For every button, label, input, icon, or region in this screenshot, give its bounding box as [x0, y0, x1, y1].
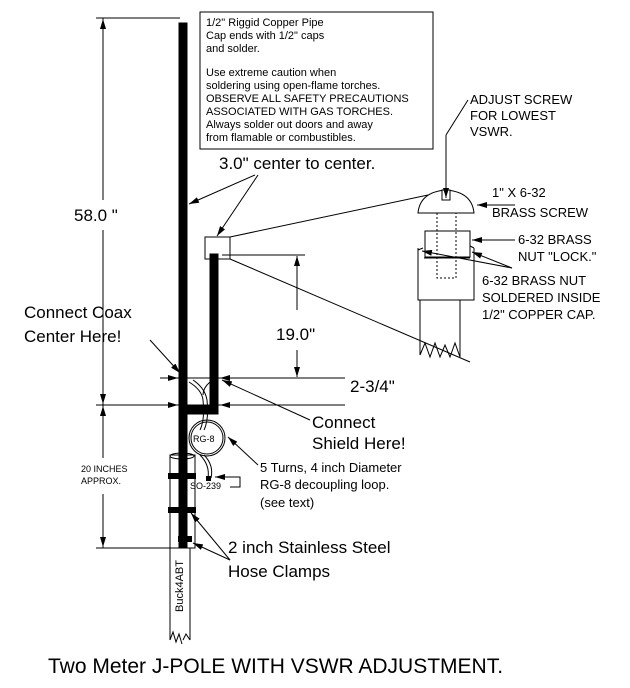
soldered-nut-label: 6-32 BRASS NUT	[482, 273, 586, 288]
note-line: Use extreme caution when	[206, 67, 336, 79]
stub-cap-box	[204, 236, 231, 260]
note-line: Always solder out doors and away	[206, 119, 373, 131]
dimension-gap: 2-3/4"	[160, 375, 395, 408]
rg8-label: RG-8	[193, 434, 215, 444]
lock-nut-label: 6-32 BRASS	[518, 232, 592, 247]
soldered-nut-label: SOLDERED INSIDE	[482, 290, 601, 305]
note-line: and solder.	[206, 43, 260, 55]
dim-total-text: 58.0 "	[74, 206, 118, 225]
mast-label: Buck4ABT	[174, 560, 186, 612]
note-line: 1/2" Riggid Copper Pipe	[206, 17, 324, 29]
diagram-title: Two Meter J-POLE WITH VSWR ADJUSTMENT.	[48, 655, 503, 678]
coax-center-label: Connect Coax	[24, 303, 132, 322]
dimension-stub: 19.0"	[222, 254, 315, 377]
coax-loop: RG-8 SO-239	[188, 379, 241, 491]
loop-label: RG-8 decoupling loop.	[260, 477, 389, 492]
adjust-label: ADJUST SCREW	[470, 92, 573, 107]
coax-center-label: Center Here!	[24, 327, 121, 346]
note-line: Cap ends with 1/2" caps	[206, 30, 325, 42]
dim-spacing-text: 3.0" center to center.	[219, 154, 375, 173]
clamps-label: 2 inch Stainless Steel	[228, 538, 391, 557]
screw-detail: ADJUST SCREW FOR LOWEST VSWR. 1" X 6-32 …	[229, 92, 601, 363]
loop-label: 5 Turns, 4 inch Diameter	[260, 460, 402, 475]
jpole-element	[178, 22, 231, 548]
shield-label: Connect	[312, 413, 376, 432]
note-line: from flamable or combustibles.	[206, 132, 356, 144]
dim-mount-text: 20 INCHES	[81, 464, 128, 474]
loop-label: (see text)	[260, 495, 314, 510]
note-line: ASSOCIATED WITH GAS TORCHES.	[206, 106, 393, 118]
clamps-label: Hose Clamps	[228, 562, 330, 581]
dimension-total: 58.0 " 20 INCHES APPROX.	[70, 17, 180, 549]
dim-stub-text: 19.0"	[276, 325, 315, 344]
note-line: soldering using open-flame torches.	[206, 80, 380, 92]
soldered-nut-label: 1/2" COPPER CAP.	[482, 307, 595, 322]
dim-gap-text: 2-3/4"	[350, 377, 395, 396]
adjust-label: VSWR.	[470, 124, 513, 139]
shield-label: Shield Here!	[312, 434, 406, 453]
dim-mount-text: APPROX.	[81, 476, 121, 486]
screw-label: 1" X 6-32	[492, 185, 546, 200]
so239-label: SO-239	[190, 481, 221, 491]
note-line: OBSERVE ALL SAFETY PRECAUTIONS	[206, 93, 409, 105]
note-box: 1/2" Riggid Copper Pipe Cap ends with 1/…	[199, 11, 434, 150]
mast: Buck4ABT	[168, 452, 196, 645]
screw-label: BRASS SCREW	[492, 205, 589, 220]
lock-nut-label: NUT "LOCK."	[518, 249, 597, 264]
adjust-label: FOR LOWEST	[470, 108, 556, 123]
